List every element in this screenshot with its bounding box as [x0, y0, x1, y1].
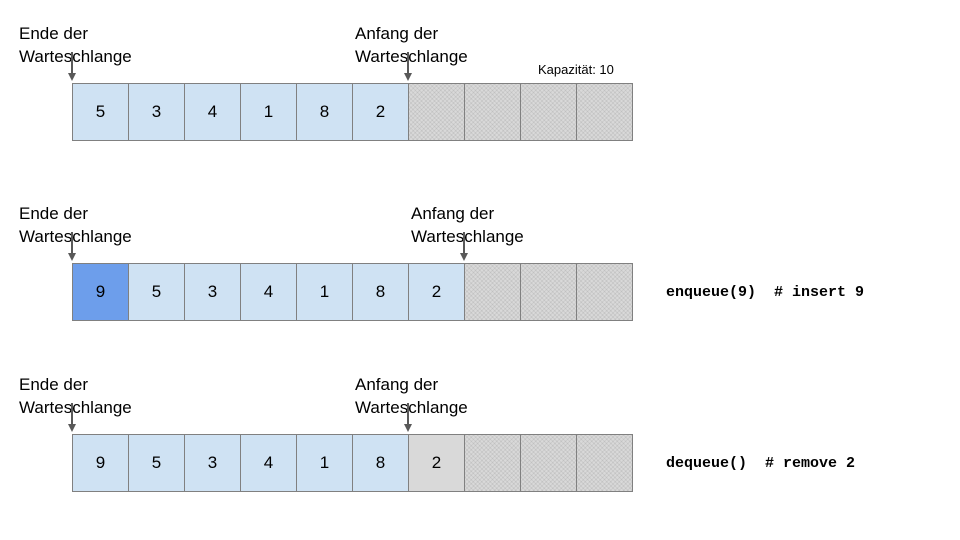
queue-cell: 4 [241, 435, 297, 491]
head-label-row-1: Anfang der Warteschlange [355, 24, 468, 66]
queue-cell: 5 [129, 435, 185, 491]
queue-cell: 3 [185, 435, 241, 491]
queue-cell: 8 [353, 435, 409, 491]
operation-enqueue: enqueue(9) # insert 9 [666, 284, 865, 301]
queue-cell: 8 [297, 84, 353, 140]
head-label-row-3: Anfang der Warteschlange [355, 375, 468, 417]
queue-cell: 8 [353, 264, 409, 320]
queue-cell: 2 [353, 84, 409, 140]
tail-label-row-2: Ende der Warteschlange [19, 204, 132, 246]
queue-cell [577, 435, 633, 491]
operation-dequeue: dequeue() # remove 2 [666, 455, 856, 472]
queue-cell: 5 [129, 264, 185, 320]
queue-cell: 9 [73, 435, 129, 491]
queue-cell: 1 [297, 435, 353, 491]
queue-cell: 2 [409, 264, 465, 320]
tail-pointer-arrow-row-2 [67, 232, 77, 261]
queue-cell [465, 435, 521, 491]
queue-cell [521, 84, 577, 140]
tail-label-row-3: Ende der Warteschlange [19, 375, 132, 417]
queue-cell: 3 [185, 264, 241, 320]
queue-cell [577, 264, 633, 320]
queue-cell: 9 [73, 264, 129, 320]
queue-cell [409, 84, 465, 140]
capacity-label: Kapazität: 10 [538, 62, 614, 77]
queue-cell: 1 [297, 264, 353, 320]
queue-cell: 2 [409, 435, 465, 491]
queue-cell: 1 [241, 84, 297, 140]
tail-label-row-1: Ende der Warteschlange [19, 24, 132, 66]
head-pointer-arrow-row-3 [403, 403, 413, 432]
queue-cell: 3 [129, 84, 185, 140]
head-pointer-arrow-row-1 [403, 52, 413, 81]
queue-cell [577, 84, 633, 140]
tail-pointer-arrow-row-3 [67, 403, 77, 432]
head-pointer-arrow-row-2 [459, 232, 469, 261]
queue-cell: 4 [241, 264, 297, 320]
queue-cell [521, 435, 577, 491]
queue-cell [521, 264, 577, 320]
queue-cell: 4 [185, 84, 241, 140]
queue-cell [465, 84, 521, 140]
head-label-row-2: Anfang der Warteschlange [411, 204, 524, 246]
queue-cell [465, 264, 521, 320]
queue-cell: 5 [73, 84, 129, 140]
tail-pointer-arrow-row-1 [67, 52, 77, 81]
